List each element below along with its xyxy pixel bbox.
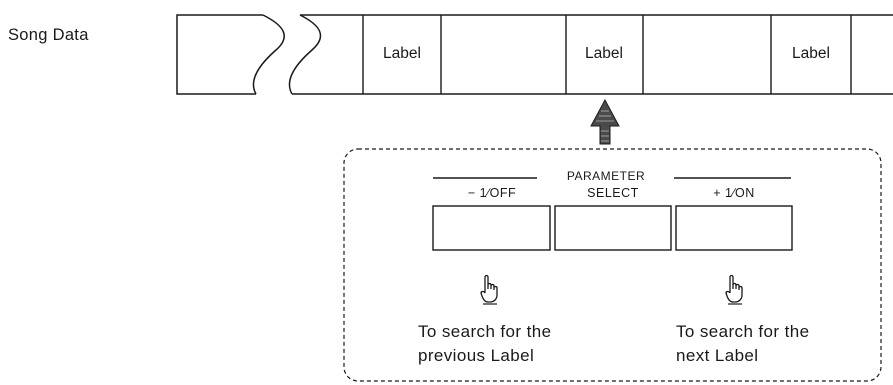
next-label-caption: To search for the next Label [676, 322, 809, 365]
previous-caption-line-1: To search for the [418, 322, 551, 341]
plus-one-on-label: + 1∕ON [713, 186, 755, 200]
up-arrow-icon [590, 98, 620, 145]
next-caption-line-1: To search for the [676, 322, 809, 341]
select-label: SELECT [587, 186, 639, 200]
pointing-hand-icon [480, 274, 498, 305]
pointing-hand-icon [725, 274, 743, 305]
strip-cell-dividers [362, 15, 852, 94]
minus-one-off-button[interactable] [432, 205, 551, 251]
control-panel-frame [343, 148, 882, 382]
previous-caption-line-2: previous Label [418, 346, 534, 365]
tape-label-3: Label [792, 45, 830, 62]
strip-break-right-wave [288, 14, 322, 95]
select-button[interactable] [554, 205, 672, 251]
tape-label-2: Label [585, 45, 623, 62]
minus-one-off-label: − 1∕OFF [468, 186, 516, 200]
plus-one-on-button[interactable] [675, 205, 793, 251]
parameter-group-header: PARAMETER [433, 169, 791, 183]
song-data-label: Song Data [8, 26, 89, 44]
strip-left-segment [176, 14, 263, 95]
strip-right-segment [292, 14, 893, 95]
parameter-group-title: PARAMETER [567, 169, 645, 183]
next-caption-line-2: next Label [676, 346, 758, 365]
tape-label-1: Label [383, 45, 421, 62]
previous-label-caption: To search for the previous Label [418, 322, 551, 365]
song-data-strip: Label Label Label [176, 14, 893, 95]
strip-break-left-wave [252, 14, 285, 95]
